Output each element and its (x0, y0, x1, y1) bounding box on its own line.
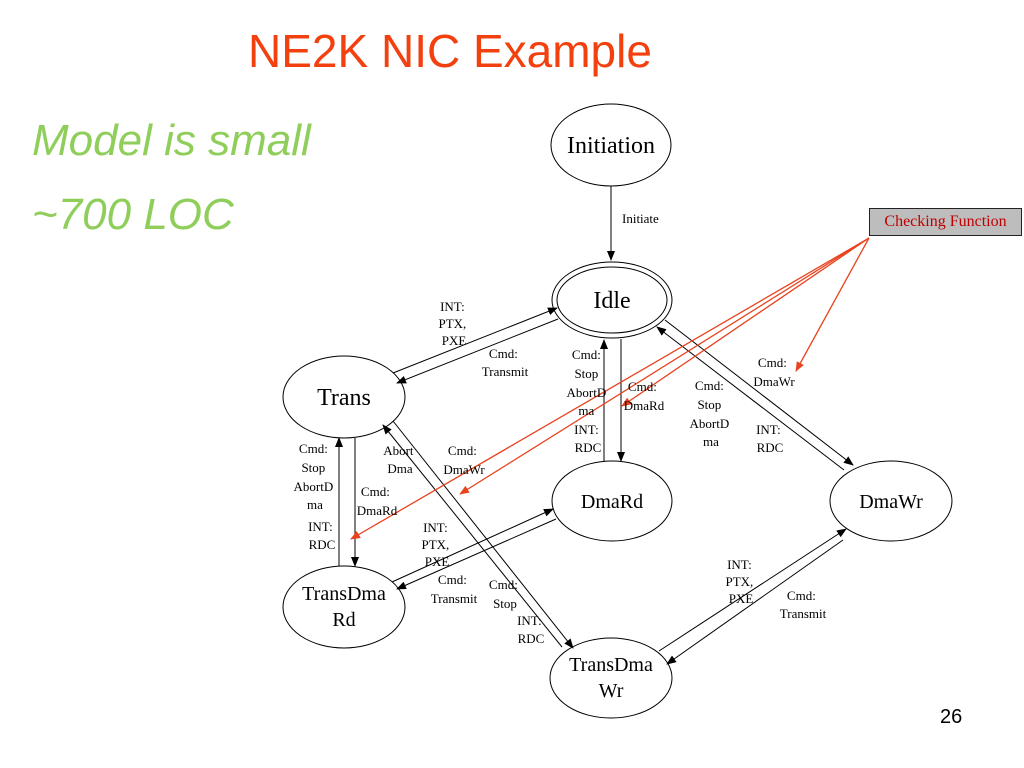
edge-labels: Initiate INT: PTX, PXE Cmd: Transmit Cmd… (294, 211, 827, 646)
arrow-tdw-trans (382, 424, 563, 648)
state-dmard-label: DmaRd (581, 491, 643, 513)
label-initiate: Initiate (622, 211, 659, 226)
red-arrow-to-idle-dmard (621, 237, 870, 407)
state-transdmawr-label-2: Wr (599, 680, 624, 702)
state-initiation: Initiation (550, 103, 672, 187)
arrow-trans-tdw (392, 420, 574, 649)
state-dmawr: DmaWr (829, 460, 953, 542)
label-dmawr-idle-cmd: Cmd: Stop AbortD ma (690, 378, 733, 449)
label-idle-trans-cmd: Cmd: Transmit (482, 346, 529, 379)
state-idle: Idle (551, 261, 673, 339)
label-tdr-dmard-cmd: Cmd: Transmit (431, 572, 478, 606)
label-trans-dmard-cmd: Cmd: DmaRd (357, 484, 398, 518)
label-dmawr-idle-int: INT: RDC (756, 422, 784, 455)
label-dmard-idle-cmd: Cmd: Stop AbortD ma INT: RDC (567, 347, 610, 455)
state-transdmard-label-2: Rd (332, 609, 355, 631)
arrow-dmawr-idle (656, 326, 845, 471)
label-trans-tdr-int: INT: RDC (308, 519, 336, 552)
state-dmawr-label: DmaWr (859, 491, 923, 513)
page-number: 26 (940, 706, 963, 728)
arrow-dmawr-tdw (666, 539, 844, 665)
red-arrow-to-trans-dmard (350, 237, 870, 540)
state-trans: Trans (282, 355, 406, 439)
label-tdw-dmawr-cmd: Cmd: Transmit (780, 588, 827, 621)
state-initiation-label: Initiation (567, 133, 655, 159)
state-transdmard: TransDma Rd (282, 565, 406, 649)
label-dmawr-tdw-int: INT: PTX, PXE (725, 557, 756, 606)
label-trans-dmawr-cmd: Cmd: DmaWr (443, 443, 485, 477)
slide-title: NE2K NIC Example (248, 25, 652, 77)
bullet-model-small: Model is small (32, 116, 311, 165)
state-trans-label: Trans (317, 385, 371, 411)
label-abort-dma: Abort Dma (383, 443, 417, 476)
arrow-trans-idle (392, 307, 558, 374)
arrow-idle-trans (396, 318, 559, 384)
arrow-dmard-tdr (396, 518, 557, 590)
label-tdw-trans-int: INT: RDC (517, 613, 545, 646)
label-dmard-tdr-int: INT: PTX, PXE (421, 520, 452, 569)
arrow-idle-dmawr (664, 319, 854, 466)
state-transdmard-label-1: TransDma (302, 583, 386, 605)
label-idle-dmawr-cmd: Cmd: DmaWr (753, 355, 795, 389)
arrow-tdw-dmawr (658, 528, 847, 652)
label-idle-dmard-cmd: Cmd: DmaRd (624, 379, 665, 413)
state-transdmawr: TransDma Wr (549, 637, 673, 719)
label-tdw-trans-cmd: Cmd: Stop (489, 577, 521, 611)
label-idle-trans-int: INT: PTX, PXE (438, 299, 469, 348)
arrow-tdr-dmard (391, 508, 554, 583)
checking-function-box: Checking Function (869, 208, 1022, 236)
red-arrow-to-trans-dmawr (459, 237, 870, 495)
state-dmard: DmaRd (551, 460, 673, 542)
state-idle-label: Idle (593, 288, 630, 314)
red-arrow-to-idle-dmawr (795, 237, 870, 372)
state-transdmawr-label-1: TransDma (569, 654, 653, 676)
bullet-loc: ~700 LOC (32, 190, 234, 239)
label-trans-tdr-cmd: Cmd: Stop AbortD ma (294, 441, 337, 512)
